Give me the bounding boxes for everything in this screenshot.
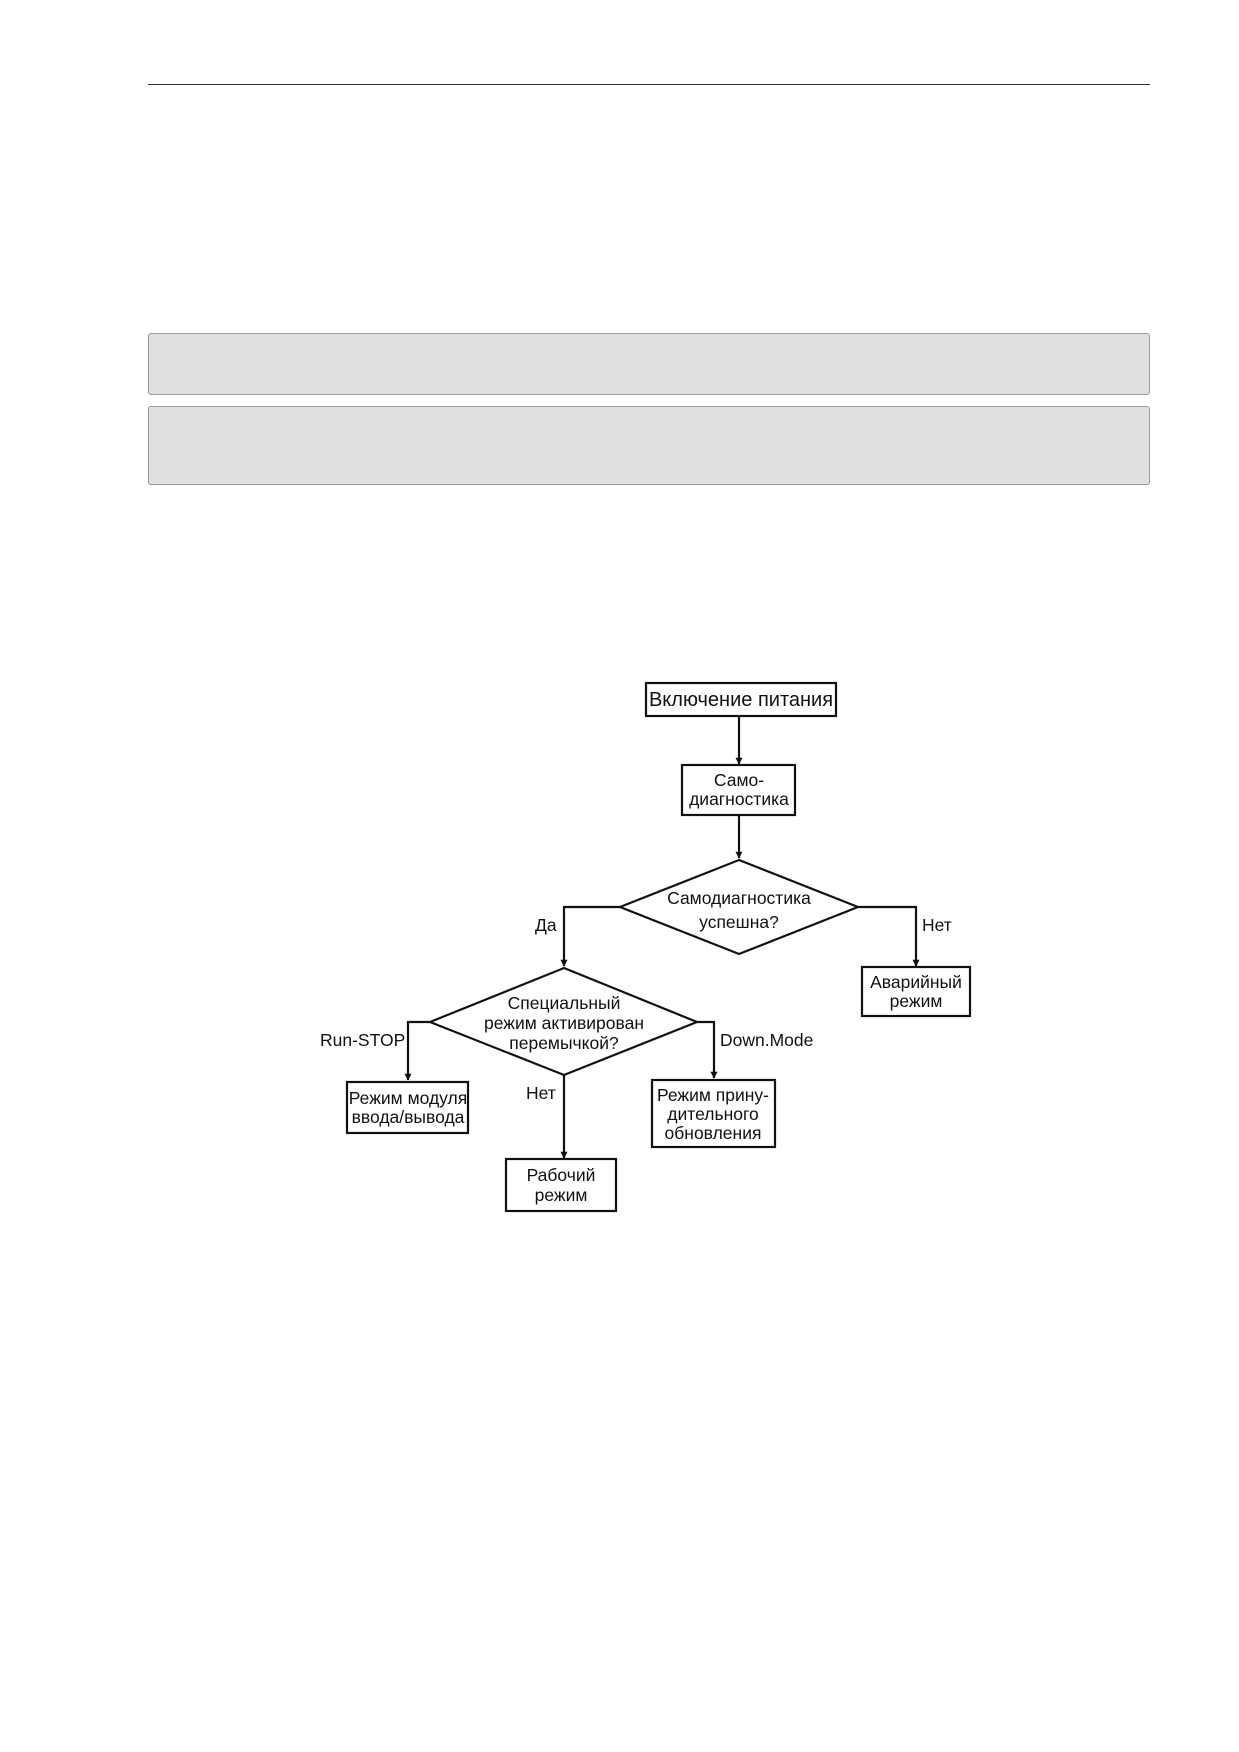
node-forced-update-mode-line-3: обновления — [665, 1123, 762, 1143]
node-diagnostics-ok-decision: Самодиагностика успешна? — [617, 858, 861, 956]
edge-label-no-operating: Нет — [526, 1083, 556, 1103]
node-forced-update-mode-line-1: Режим прину- — [657, 1085, 769, 1105]
node-emergency-mode-line-1: Аварийный — [870, 972, 962, 992]
gray-panel-bottom — [148, 406, 1150, 485]
edge-runstop-to-io — [404, 1020, 430, 1081]
node-forced-update-mode: Режим прину- дительного обновления — [650, 1078, 777, 1149]
edge-downmode-to-forced — [697, 1020, 718, 1079]
edge-no-to-emergency — [858, 905, 920, 967]
node-io-module-mode-line-2: ввода/вывода — [352, 1107, 465, 1127]
node-operating-mode: Рабочий режим — [504, 1157, 618, 1213]
node-special-mode-line-2: режим активирован — [484, 1013, 644, 1033]
edge-label-no-emergency: Нет — [922, 915, 952, 935]
gray-panel-top — [148, 333, 1150, 395]
node-io-module-mode: Режим модуля ввода/вывода — [345, 1080, 470, 1135]
edge-label-yes: Да — [535, 915, 557, 935]
node-operating-mode-line-2: режим — [535, 1185, 588, 1205]
node-diagnostics-ok-line-1: Самодиагностика — [667, 888, 811, 908]
node-special-mode-decision: Специальный режим активирован перемычкой… — [427, 966, 700, 1077]
node-special-mode-line-1: Специальный — [508, 993, 621, 1013]
node-self-diagnostics-line-1: Само- — [714, 770, 764, 790]
connectors — [404, 716, 920, 1159]
edge-label-run-stop: Run-STOP — [320, 1030, 405, 1050]
node-power-on-text: Включение питания — [649, 689, 833, 711]
edge-yes-to-special — [560, 905, 620, 967]
edge-label-down-mode: Down.Mode — [720, 1030, 813, 1050]
node-emergency-mode: Аварийный режим — [860, 965, 972, 1018]
node-io-module-mode-line-1: Режим модуля — [349, 1088, 467, 1108]
node-emergency-mode-line-2: режим — [890, 991, 943, 1011]
node-self-diagnostics-line-2: диагностика — [689, 789, 789, 809]
node-diagnostics-ok-line-2: успешна? — [699, 912, 779, 932]
node-power-on: Включение питания — [644, 681, 838, 718]
edge-labels: Да Нет Run-STOP Нет Down.Mode — [320, 915, 952, 1103]
node-forced-update-mode-line-2: дительного — [667, 1104, 758, 1124]
node-self-diagnostics: Само- диагностика — [680, 763, 797, 817]
header-rule — [148, 84, 1150, 85]
node-special-mode-line-3: перемычкой? — [509, 1033, 619, 1053]
node-operating-mode-line-1: Рабочий — [527, 1165, 596, 1185]
